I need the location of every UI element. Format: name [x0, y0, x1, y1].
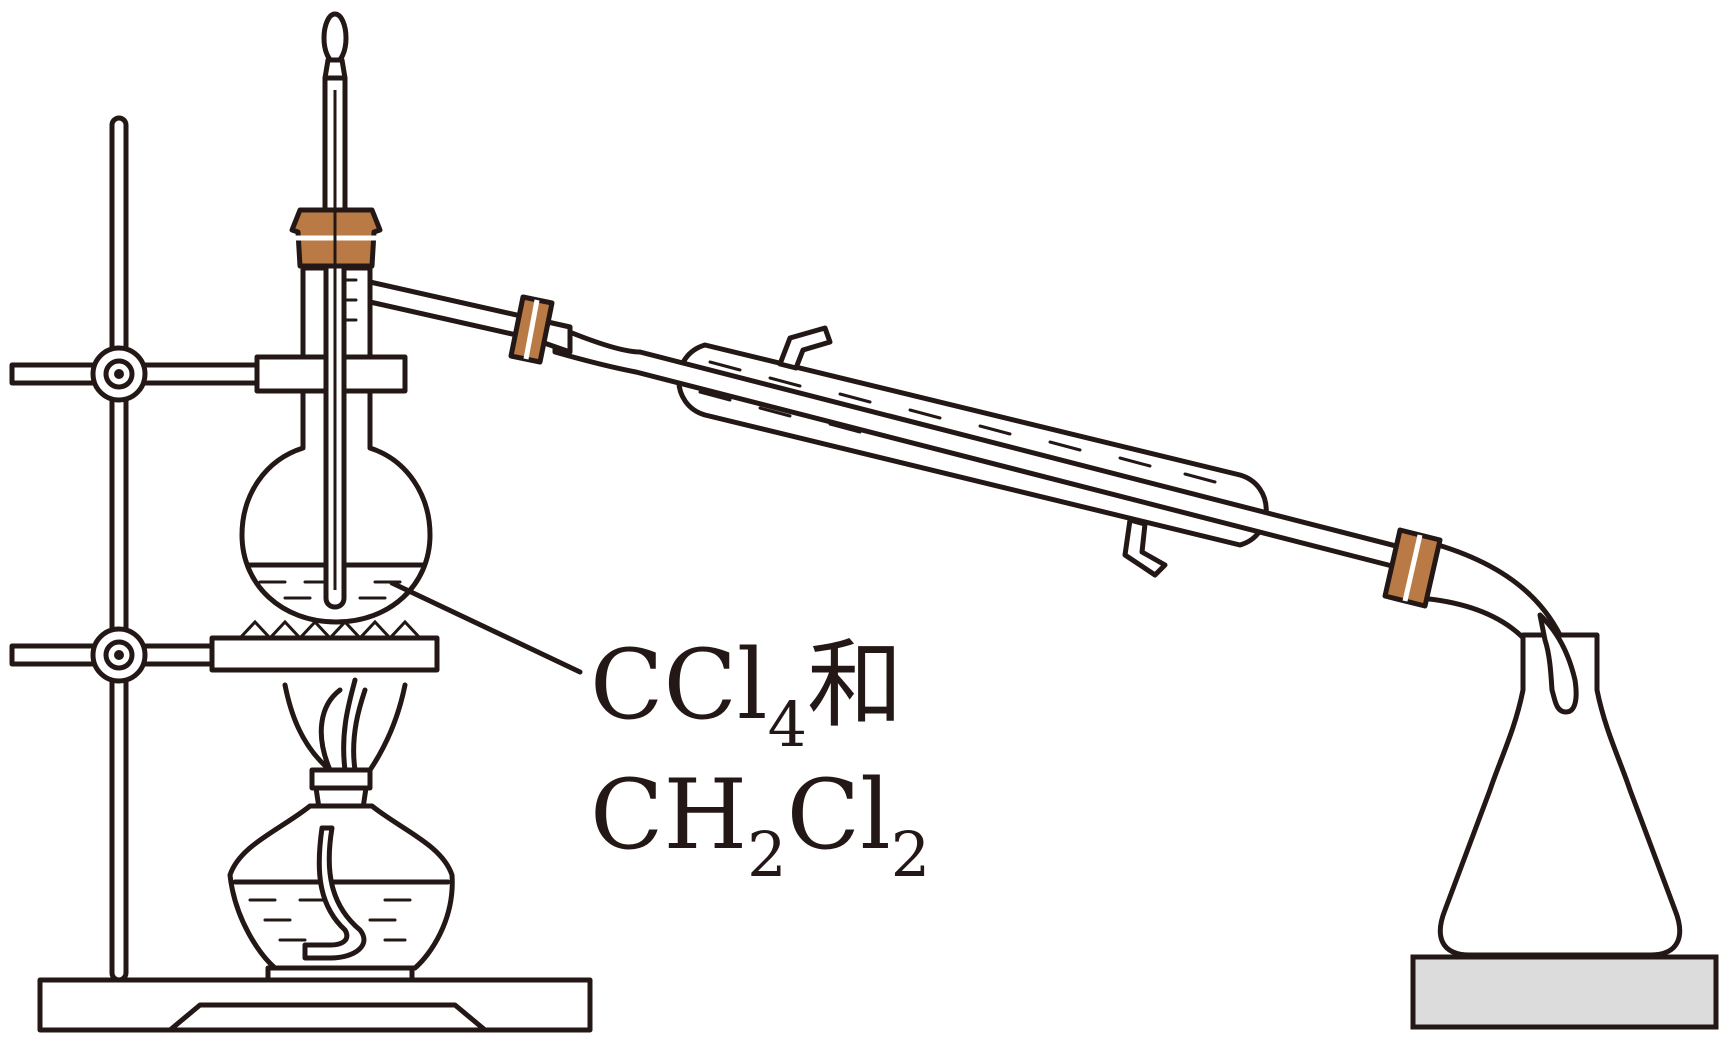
receiver-support-block	[1410, 954, 1719, 1030]
lamp-body	[227, 803, 455, 971]
flame	[282, 677, 408, 773]
condenser-inner-tube	[552, 323, 1403, 570]
label-leader-line	[389, 580, 583, 675]
conical-flask	[1437, 612, 1683, 958]
wire-gauze-ring	[209, 619, 440, 673]
cork-joint-upper	[508, 294, 555, 365]
alcohol-lamp	[227, 677, 455, 983]
upper-boss-head	[90, 345, 148, 403]
iron-stand	[9, 115, 593, 1033]
distillation-flask	[239, 207, 533, 625]
cork-joint-lower	[1382, 527, 1443, 609]
thermometer	[321, 11, 358, 610]
stand-rod	[109, 115, 129, 983]
mixture-label-line1: CCl4和	[590, 629, 903, 761]
mixture-label-line2: CH2Cl2	[590, 759, 930, 891]
flask-side-arm	[367, 279, 533, 341]
lower-boss-head	[90, 626, 148, 684]
